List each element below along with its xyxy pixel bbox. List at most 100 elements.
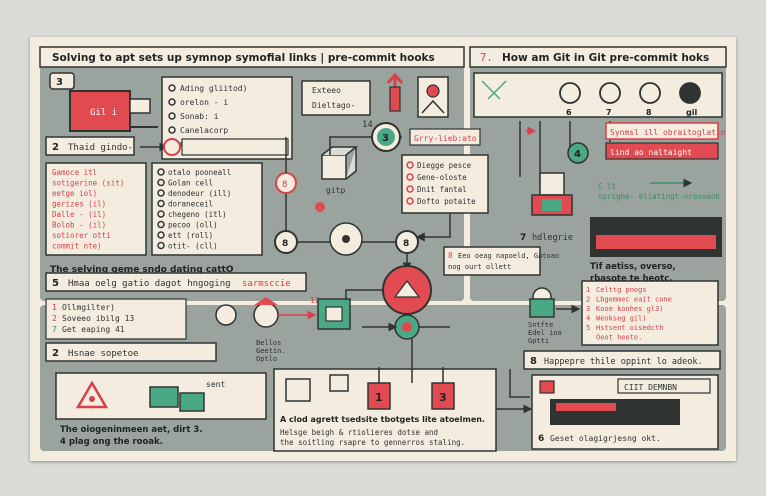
mid-list-item: Golan cell	[168, 179, 213, 188]
right-green-link-1: C lt	[598, 182, 616, 191]
list-bullet	[157, 241, 165, 250]
title-left: Solving to apt sets up symnop symofial l…	[52, 52, 435, 64]
panel-title-box	[617, 378, 711, 394]
right-caption-2: rbasote te heotc.	[590, 274, 672, 284]
list-item: Ading gliitod)	[180, 84, 247, 93]
list-bullet	[168, 84, 176, 92]
flow-node-8b-label: 8	[282, 239, 288, 249]
conn-label-2: Edel ioo	[528, 329, 562, 337]
right-list-item: Oeot heote.	[596, 334, 642, 342]
cube-icon	[321, 154, 347, 180]
red-list-item: Dalle - (il)	[52, 210, 106, 219]
center-tag-text: Grry-lieb:ato	[414, 134, 477, 143]
drop-icon	[163, 138, 181, 156]
right-list-number: 1	[586, 286, 590, 294]
up-arrow-icon	[386, 72, 404, 87]
small-label-1: Bellos	[256, 339, 281, 347]
section-5-number: 5	[52, 278, 59, 289]
sent-label: sent	[206, 380, 225, 389]
title-right: How am Git in Git pre-commit hoks	[502, 52, 709, 64]
right-green-link-2: sprighe- eliatingt-nrasoaok	[598, 192, 720, 201]
monitor-label: Gil i	[90, 108, 117, 118]
badge-4	[567, 142, 589, 164]
section-5-header	[45, 272, 307, 292]
cube-label: gitp	[326, 186, 345, 195]
small-label-2: Geetin.	[256, 347, 286, 355]
window-icon	[129, 98, 151, 114]
section-2-number: 2	[52, 142, 59, 153]
center-tag	[409, 128, 481, 146]
green-box-icon-2	[179, 392, 205, 412]
right-tag-red-text: Synmsl ill obraitoglatio	[610, 128, 726, 137]
list-bullet	[157, 178, 165, 187]
section-5-title: Hmaa oelg gatio dagot hngoging	[68, 279, 231, 289]
note-bullet	[406, 161, 414, 169]
note-bullet	[406, 173, 414, 181]
step-number: 3	[56, 77, 63, 88]
circle-node-label: gil	[686, 108, 697, 117]
arrow-note-box	[443, 246, 541, 276]
arrow-note-num: 8	[448, 251, 453, 260]
red-list-item: commit nte)	[52, 242, 102, 251]
warning-icon	[75, 380, 109, 409]
right-list-item: Weokseg gil)	[596, 315, 647, 323]
red-block-3-label: 3	[439, 391, 447, 404]
panel-caption: Geset olagigrjesng okt.	[550, 434, 661, 443]
mid-list-header	[181, 138, 289, 156]
red-list-item: Gamoce itl	[52, 168, 97, 177]
red-list-box	[45, 162, 147, 256]
right-list-item: Celttg pnogs	[596, 286, 647, 294]
mid-list-item: ett (roll)	[168, 231, 213, 240]
panel-red-square	[539, 380, 555, 394]
center-note: Gene-oloste	[417, 173, 467, 182]
panel-step: 6	[538, 434, 544, 444]
panel-title: CIIT DEMNBN	[624, 383, 677, 392]
mid-list-box	[151, 162, 263, 256]
note-line-2: Dieltago-	[312, 101, 355, 110]
arrow-note-2: nog ourt ollett	[448, 263, 511, 271]
red-list-item: sotiorer otti	[52, 231, 111, 240]
list-bullet	[168, 112, 176, 120]
plug-icon	[539, 172, 565, 196]
list-bullet	[157, 168, 165, 176]
step-badge-3	[49, 72, 75, 90]
lock-icon	[215, 304, 237, 326]
small-label-3: Optlo	[256, 355, 277, 363]
list-bullet	[168, 126, 176, 134]
center-notes-box	[401, 154, 489, 214]
list-bullet	[168, 98, 176, 106]
section-5-item-number: 2	[52, 314, 57, 323]
section-7-label: hdlegrie	[532, 233, 573, 243]
section-2b-caption-2: 4 plag ong the rooak.	[60, 437, 163, 447]
mid-list-item: denodeur (ill)	[168, 189, 231, 198]
center-note: Dofto potaite	[417, 197, 476, 206]
section-2-title: Thaid gindo-	[68, 143, 133, 153]
red-list-item: sotigerine (sit)	[52, 179, 124, 188]
flow-node-8a-label: 8	[282, 180, 287, 190]
note-line-1: Exteeo	[312, 86, 341, 95]
list-bullet	[157, 199, 165, 208]
list-bullet	[157, 220, 165, 229]
mid-list-item: doraneceil	[168, 200, 213, 209]
section-2b-caption-1: The oiogeninmeen aet, dirt 3.	[60, 425, 203, 435]
box-icon	[285, 378, 311, 402]
mid-list-item: otalo pooneall	[168, 168, 231, 177]
section-8-header	[523, 350, 721, 370]
section-5-list-box	[45, 298, 187, 340]
right-tag-red-2-text: lind ao naltaight	[610, 148, 692, 157]
note-bullet	[406, 197, 414, 205]
section-2b-title: Hsnae sopetoe	[68, 349, 138, 359]
section-8-title: Happepre thile oppint lo adeok.	[544, 357, 703, 367]
red-block-1-label: 1	[375, 391, 383, 404]
bottom-center-caption-b2: the soitling rsapre to gennerros staling…	[280, 438, 465, 447]
right-list-box	[581, 280, 719, 346]
right-tag-red	[605, 122, 719, 140]
right-list-item: Lbgemmec eait cone	[596, 296, 672, 304]
list-item: Canelacorp	[180, 126, 228, 135]
circle-node-label: 6	[566, 108, 572, 117]
